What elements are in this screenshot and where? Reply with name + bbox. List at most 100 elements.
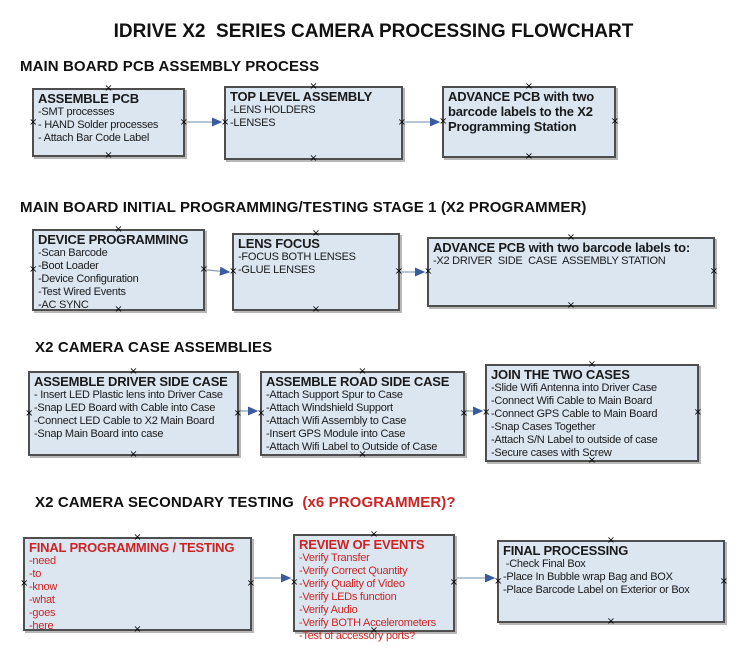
box-item-list: -need-to-know-what-goes-here (29, 555, 246, 633)
box-item: -LENS HOLDERS (230, 104, 316, 116)
connector-arrow-3[interactable] (206, 266, 231, 276)
heading-black-part: X2 CAMERA SECONDARY TESTING (35, 494, 299, 511)
box-item: -Attach Support Spur to Case (266, 389, 403, 401)
box-top-level-assembly[interactable]: TOP LEVEL ASSEMBLY -LENS HOLDERS-LENSES … (221, 82, 406, 164)
connection-anchor-icon: × (199, 264, 208, 275)
box-join-the-two-cases[interactable]: JOIN THE TWO CASES -Slide Wifi Antenna i… (482, 360, 702, 466)
box-item-list: -Scan Barcode-Boot Loader-Device Configu… (38, 247, 199, 312)
box-assemble-pcb[interactable]: ASSEMBLE PCB -SMT processes- HAND Solder… (29, 84, 188, 161)
box-item-list: -LENS HOLDERS-LENSES (230, 104, 397, 130)
connection-anchor-icon: × (459, 407, 468, 419)
heading-red-part: (x6 PROGRAMMER)? (298, 494, 456, 511)
box-title: JOIN THE TWO CASES (491, 367, 630, 382)
box-item: -to (29, 568, 42, 580)
connection-anchor-icon: × (29, 264, 38, 275)
box-item-list: -Verify Transfer-Verify Correct Quantity… (299, 552, 449, 643)
box-item: -Test of accessory ports? (299, 630, 416, 642)
section-heading-initial-programming: MAIN BOARD INITIAL PROGRAMMING/TESTING S… (20, 199, 587, 216)
box-item: -GLUE LENSES (238, 264, 316, 276)
connection-anchor-icon: × (133, 624, 142, 635)
box-item: -Snap Main Board into case (34, 428, 164, 440)
box-item: - Insert LED Plastic lens into Driver Ca… (34, 389, 223, 401)
box-item: -Boot Loader (38, 260, 99, 272)
connection-anchor-icon: × (229, 266, 238, 277)
box-advance-pcb-programming-station[interactable]: ADVANCE PCB with two barcode labels to t… (439, 82, 619, 162)
connection-anchor-icon: × (114, 224, 123, 235)
box-item-list: -FOCUS BOTH LENSES-GLUE LENSES (238, 251, 394, 277)
box-item: -Secure cases with Screw (491, 447, 612, 459)
box-title: ASSEMBLE DRIVER SIDE CASE (34, 374, 228, 389)
box-item: -Attach Wifi Label to Outside of Case (266, 441, 438, 453)
section-heading-case-assemblies: X2 CAMERA CASE ASSEMBLIES (35, 339, 273, 356)
connection-anchor-icon: × (369, 625, 379, 636)
connection-anchor-icon: × (233, 407, 242, 419)
box-assemble-road-side-case[interactable]: ASSEMBLE ROAD SIDE CASE -Attach Support … (257, 367, 468, 460)
connection-anchor-icon: × (449, 577, 458, 588)
box-item: - HAND Solder processes (38, 119, 159, 131)
box-item: -AC SYNC (38, 299, 89, 311)
box-title: ADVANCE PCB with two barcode labels to t… (448, 89, 594, 134)
connection-anchor-icon: × (394, 266, 403, 277)
box-review-of-events[interactable]: REVIEW OF EVENTS -Verify Transfer-Verify… (290, 530, 458, 643)
box-title: TOP LEVEL ASSEMBLY (230, 89, 373, 104)
box-advance-pcb-driver-side[interactable]: ADVANCE PCB with two barcode labels to: … (424, 233, 718, 311)
box-item: -Insert GPS Module into Case (266, 428, 406, 440)
connection-anchor-icon: × (246, 578, 255, 589)
box-item: -Check Final Box (503, 558, 586, 570)
connection-anchor-icon: × (25, 407, 34, 419)
connection-anchor-icon: × (179, 116, 188, 128)
connection-anchor-icon: × (494, 575, 503, 587)
connection-anchor-icon: × (606, 535, 616, 546)
box-item-list: -Attach Support Spur to Case-Attach Wind… (266, 389, 459, 454)
connection-anchor-icon: × (221, 117, 230, 128)
box-title: REVIEW OF EVENTS (299, 537, 425, 552)
connection-anchor-icon: × (566, 300, 576, 311)
box-device-programming[interactable]: DEVICE PROGRAMMING -Scan Barcode-Boot Lo… (29, 225, 208, 315)
box-item: -know (29, 581, 58, 593)
box-assemble-driver-side-case[interactable]: ASSEMBLE DRIVER SIDE CASE - Insert LED P… (25, 367, 242, 460)
box-item: -goes (29, 607, 56, 619)
connection-anchor-icon: × (104, 83, 113, 94)
box-item: -Verify LEDs function (299, 591, 397, 603)
box-item: -Verify BOTH Accelerometers (299, 617, 436, 629)
box-item-list: -X2 DRIVER SIDE CASE ASSEMBLY STATION (433, 255, 709, 268)
box-item: -Test Wired Events (38, 286, 126, 298)
box-item: -Place In Bubble wrap Bag and BOX (503, 571, 673, 583)
page-title: IDRIVE X2 SERIES CAMERA PROCESSING FLOWC… (113, 21, 634, 42)
connection-anchor-icon: × (133, 532, 142, 543)
box-item: -LENSES (230, 117, 276, 129)
connection-anchor-icon: × (129, 366, 138, 377)
box-item: -Slide Wifi Antenna into Driver Case (491, 382, 657, 394)
box-item: -Verify Quality of Video (299, 578, 405, 590)
box-item: -Attach S/N Label to outside of case (491, 434, 658, 446)
connection-anchor-icon: × (104, 150, 113, 161)
box-title: FINAL PROGRAMMING / TESTING (29, 540, 235, 555)
connection-anchor-icon: × (311, 304, 321, 315)
box-lens-focus[interactable]: LENS FOCUS -FOCUS BOTH LENSES-GLUE LENSE… (229, 229, 403, 315)
box-final-processing[interactable]: FINAL PROCESSING -Check Final Box-Place … (494, 536, 728, 627)
box-item: -Place Barcode Label on Exterior or Box (503, 584, 690, 596)
box-item-list: -SMT processes- HAND Solder processes- A… (38, 106, 179, 145)
connection-anchor-icon: × (114, 304, 123, 315)
box-title: ASSEMBLE PCB (38, 91, 139, 106)
box-title: FINAL PROCESSING (503, 543, 629, 558)
box-item: -SMT processes (38, 106, 115, 118)
box-item: -X2 DRIVER SIDE CASE ASSEMBLY STATION (433, 255, 666, 267)
box-item: -Snap LED Board with Cable into Case (34, 402, 216, 414)
connection-anchor-icon: × (290, 577, 299, 588)
box-item: -Verify Correct Quantity (299, 565, 408, 577)
box-final-programming-testing[interactable]: FINAL PROGRAMMING / TESTING -need-to-kno… (20, 533, 255, 635)
connection-anchor-icon: × (606, 616, 616, 627)
section-heading-secondary-testing: X2 CAMERA SECONDARY TESTING (x6 PROGRAMM… (35, 494, 456, 511)
connection-anchor-icon: × (524, 151, 534, 162)
box-item-list: -Slide Wifi Antenna into Driver Case-Con… (491, 382, 693, 460)
connection-anchor-icon: × (397, 117, 406, 128)
section-heading-pcb-assembly: MAIN BOARD PCB ASSEMBLY PROCESS (20, 58, 320, 75)
box-item: -Verify Transfer (299, 552, 370, 564)
box-title: DEVICE PROGRAMMING (38, 232, 189, 247)
box-item: - Attach Bar Code Label (38, 132, 150, 144)
connection-anchor-icon: × (309, 81, 318, 92)
connection-anchor-icon: × (587, 455, 597, 466)
box-item-list: -Check Final Box-Place In Bubble wrap Ba… (503, 558, 719, 597)
